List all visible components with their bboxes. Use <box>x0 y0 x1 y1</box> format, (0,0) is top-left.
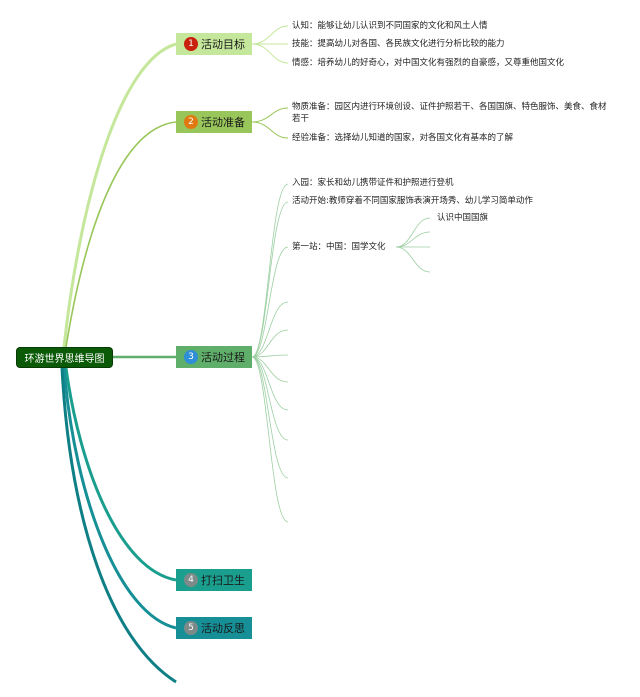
goal-skill[interactable]: 技能：提高幼儿对各国、各民族文化进行分析比较的能力 <box>292 39 505 49</box>
branch-goals[interactable]: 1 活动目标 <box>176 33 252 55</box>
branch-label: 活动准备 <box>201 116 245 129</box>
branch-reflection[interactable]: 5 活动反思 <box>176 617 252 639</box>
branch-label: 活动目标 <box>201 38 245 51</box>
branch-number-badge: 1 <box>184 37 198 51</box>
branch-number-badge: 4 <box>184 573 198 587</box>
branch-process[interactable]: 3 活动过程 <box>176 346 252 368</box>
branch-cleanup[interactable]: 4 打扫卫生 <box>176 569 252 591</box>
connector-tail <box>60 367 177 684</box>
process-entry[interactable]: 入园：家长和幼儿携带证件和护照进行登机 <box>292 178 454 188</box>
connector-reflect <box>62 367 177 630</box>
connector-clean <box>64 367 177 582</box>
branch-label: 活动反思 <box>201 622 245 635</box>
connector-prep <box>65 121 177 348</box>
root-node[interactable]: 环游世界思维导图 <box>16 347 113 368</box>
process-station-china[interactable]: 第一站：中国：国学文化 <box>292 242 386 252</box>
prep-material[interactable]: 物质准备：园区内进行环境创设、证件护照若干、各国国旗、特色服饰、美食、食材若干 <box>292 102 607 124</box>
branch-preparation[interactable]: 2 活动准备 <box>176 111 252 133</box>
branch-number-badge: 5 <box>184 621 198 635</box>
china-flag-item[interactable]: 认识中国国旗 <box>437 213 489 223</box>
branch-label: 打扫卫生 <box>201 574 245 587</box>
branch-number-badge: 2 <box>184 115 198 129</box>
goal-cognition[interactable]: 认知：能够让幼儿认识到不同国家的文化和风土人情 <box>292 21 488 31</box>
prep-experience[interactable]: 经验准备：选择幼儿知道的国家，对各国文化有基本的了解 <box>292 133 514 143</box>
goal-emotion[interactable]: 情感：培养幼儿的好奇心，对中国文化有强烈的自豪感，又尊重他国文化 <box>292 58 565 68</box>
root-label: 环游世界思维导图 <box>24 354 105 365</box>
connector-goals <box>62 42 177 348</box>
branch-number-badge: 3 <box>184 350 198 364</box>
process-start[interactable]: 活动开始:教师穿着不同国家服饰表演开场秀、幼儿学习简单动作 <box>292 196 533 206</box>
branch-label: 活动过程 <box>201 351 245 364</box>
